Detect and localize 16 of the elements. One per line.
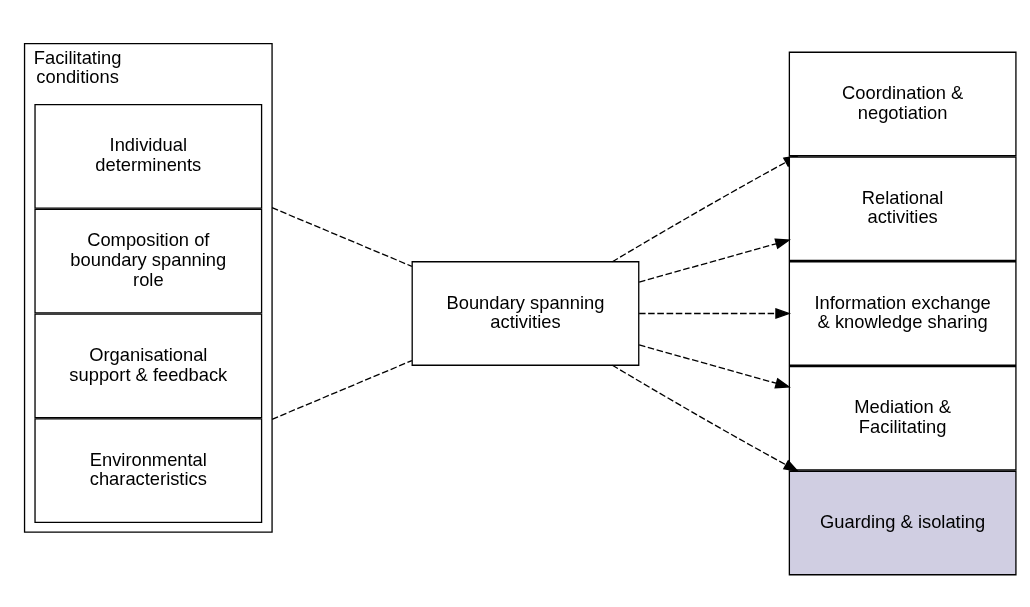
arrow <box>638 343 791 388</box>
connector <box>271 206 413 267</box>
arrow <box>611 364 800 472</box>
arrow <box>638 307 792 319</box>
node-box: Guarding & isolating <box>788 470 1017 575</box>
connector <box>271 359 413 420</box>
node-box: Boundary spanning activities <box>411 260 640 366</box>
node-box: Environmental characteristics <box>34 417 263 523</box>
node-box: Organisational support & feedback <box>34 313 263 418</box>
node-box: Composition of boundary spanning role <box>34 208 263 313</box>
node-box: Relational activities <box>788 155 1017 261</box>
node-box: Information exchange & knowledge sharing <box>788 260 1017 366</box>
node-box: Individual determinents <box>34 103 263 209</box>
node-box: Coordination & negotiation <box>788 51 1017 156</box>
arrow <box>638 238 791 283</box>
node-box: Mediation & Facilitating <box>788 365 1017 471</box>
